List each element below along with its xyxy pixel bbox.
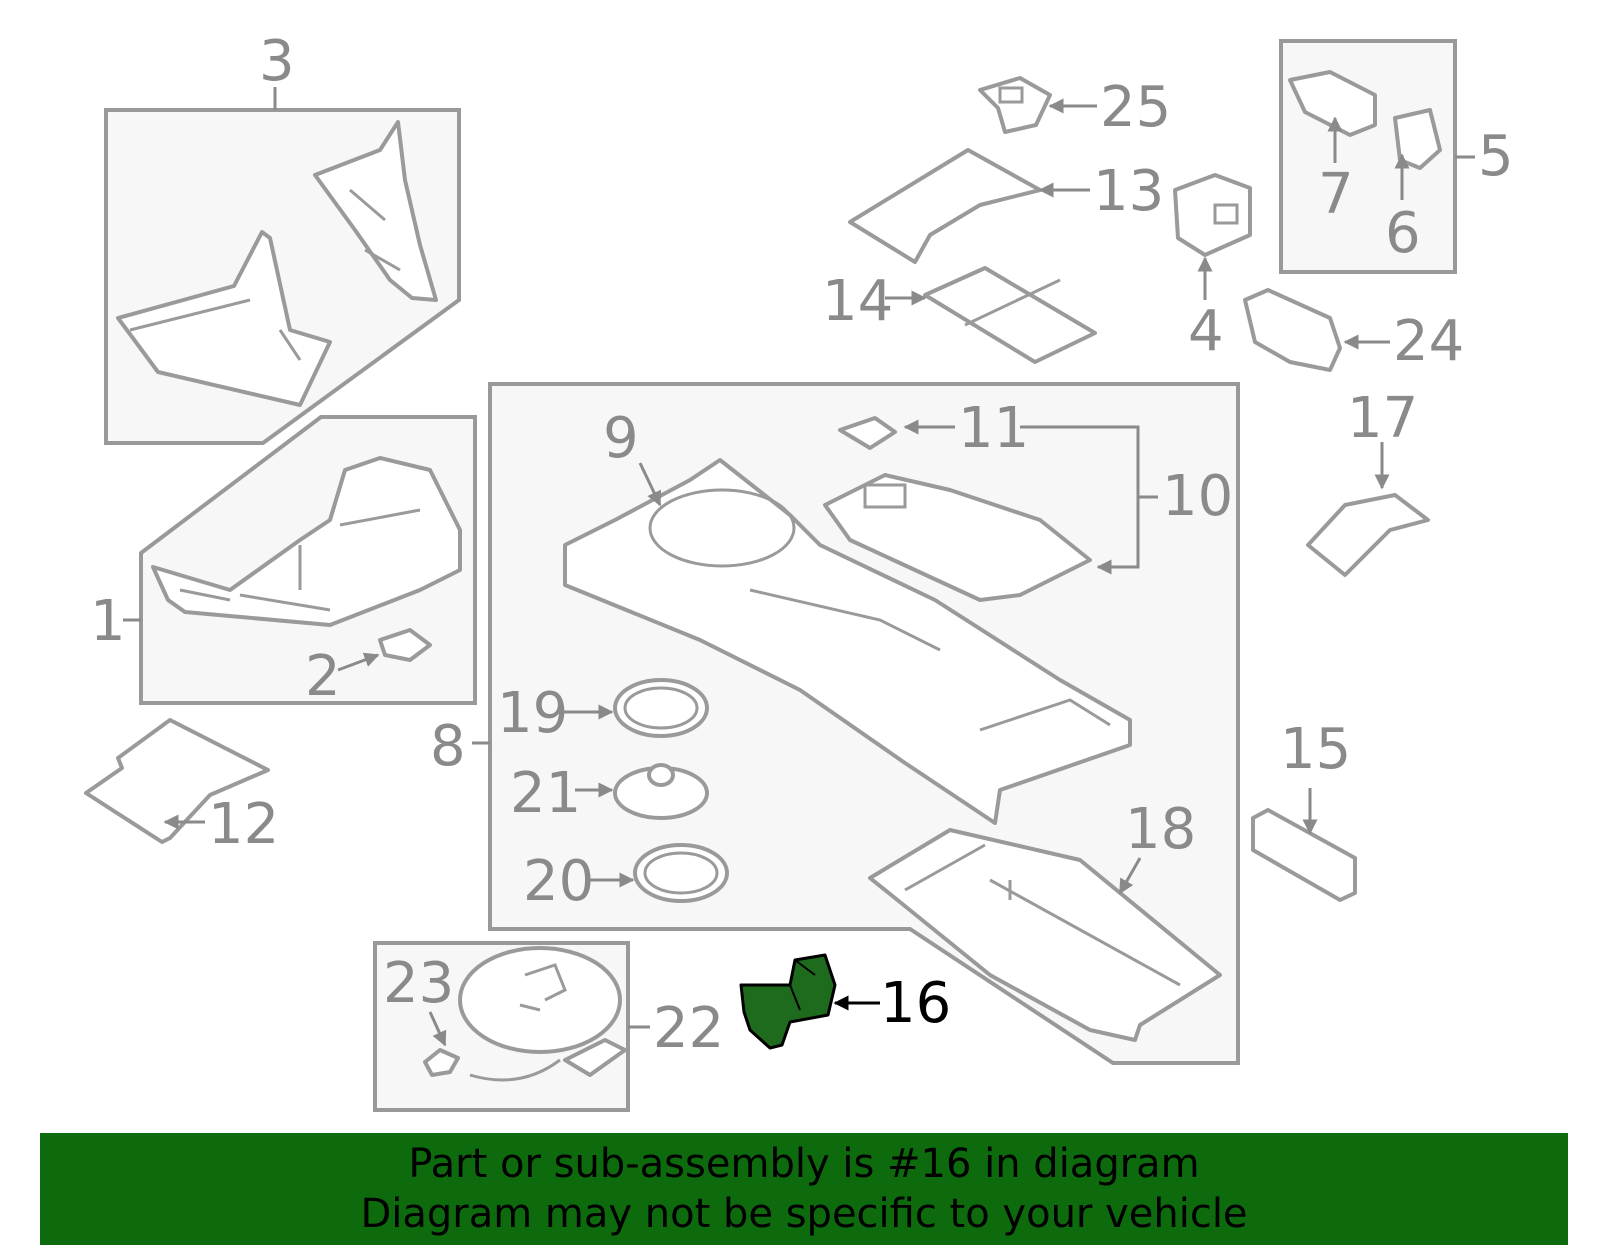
callout-20: 20 <box>523 849 594 914</box>
part-7-knob <box>1288 70 1377 137</box>
leader-lines <box>123 87 1475 1047</box>
part-24-trim <box>1243 288 1342 372</box>
callout-12: 12 <box>208 792 279 857</box>
banner-line-2: Diagram may not be specific to your vehi… <box>360 1191 1248 1237</box>
callout-25: 25 <box>1100 75 1171 140</box>
callout-3: 3 <box>259 29 295 94</box>
callout-16[interactable]: 16 <box>880 971 951 1036</box>
callout-5: 5 <box>1478 124 1514 189</box>
banner-line-1: Part or sub-assembly is #16 in diagram <box>408 1141 1200 1187</box>
callout-6: 6 <box>1385 201 1421 266</box>
part-15-block <box>1251 808 1357 902</box>
callout-18: 18 <box>1125 797 1196 862</box>
callout-19: 19 <box>497 681 568 746</box>
part-23-bulb <box>423 1048 460 1077</box>
part-1-bracket <box>151 456 462 627</box>
part-20-ring <box>633 843 729 903</box>
callout-2: 2 <box>305 644 341 709</box>
callout-17: 17 <box>1347 386 1418 451</box>
part-13-mat <box>848 148 1042 264</box>
callout-4: 4 <box>1188 299 1224 364</box>
part-16-highlighted[interactable] <box>739 953 837 1050</box>
callout-7: 7 <box>1318 162 1354 227</box>
part-18-tray <box>868 828 1222 1042</box>
part-25-cap <box>978 76 1052 134</box>
part-4-switch <box>1173 173 1252 257</box>
callout-8: 8 <box>430 714 466 779</box>
callout-13: 13 <box>1093 159 1164 224</box>
callout-14: 14 <box>822 269 893 334</box>
part-12-mat <box>84 718 270 844</box>
callout-10: 10 <box>1162 464 1233 529</box>
callout-9: 9 <box>603 406 639 471</box>
part-14-lid <box>923 266 1097 364</box>
part-9-console <box>563 416 1132 825</box>
callout-21: 21 <box>510 761 581 826</box>
callout-22: 22 <box>653 996 724 1061</box>
callout-24: 24 <box>1393 309 1464 374</box>
part-17-cover <box>1306 493 1430 577</box>
part-2-clip <box>378 628 432 662</box>
part-3-trim <box>116 120 438 407</box>
part-19-ring <box>613 678 709 738</box>
callout-15: 15 <box>1280 717 1351 782</box>
callout-11: 11 <box>958 396 1029 461</box>
part-21-boot <box>613 763 709 820</box>
part-22-shift-plate <box>458 946 627 1082</box>
callout-1: 1 <box>90 589 126 654</box>
info-banner: Part or sub-assembly is #16 in diagram D… <box>40 1133 1568 1245</box>
callout-23: 23 <box>383 951 454 1016</box>
